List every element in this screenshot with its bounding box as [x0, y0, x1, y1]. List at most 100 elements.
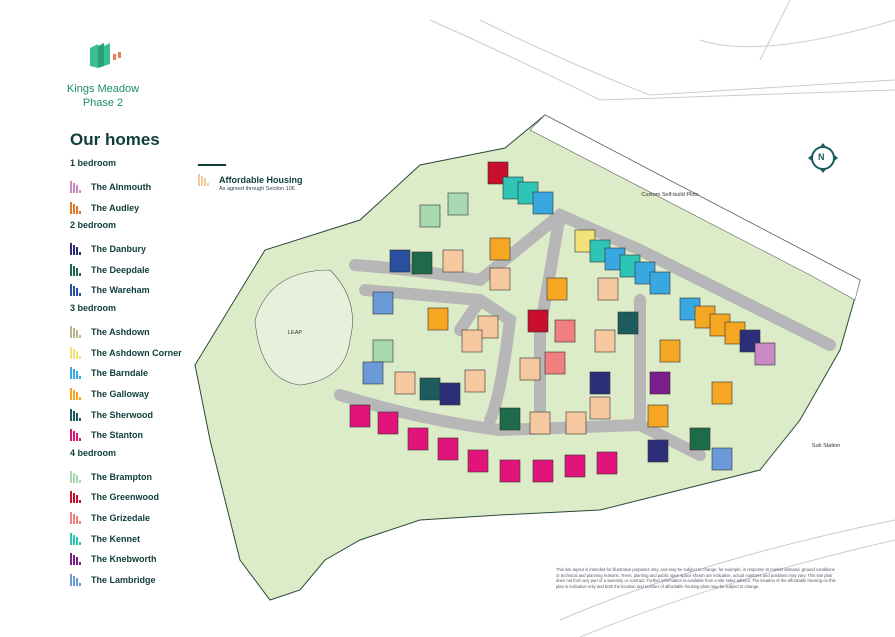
plot-the-brampton: [372, 339, 394, 363]
house-type-swatch-icon: [70, 325, 84, 338]
legend-group-heading: 3 bedroom: [70, 302, 117, 313]
legend-item-label: The Barndale: [91, 368, 149, 379]
plot-the-lambridge: [372, 291, 394, 315]
leap-mound: [254, 269, 353, 386]
legend-item-label: The Grizedale: [91, 513, 151, 524]
legend-group-heading: 2 bedroom: [70, 220, 117, 231]
plot-the-greenwood: [527, 309, 549, 333]
plot-affordable: [461, 329, 483, 353]
house-type-swatch-icon: [70, 243, 84, 256]
custom-self-build-plots: [529, 114, 861, 301]
plot-the-grizedale: [544, 351, 566, 375]
plot-the-deepdale: [411, 251, 433, 275]
legend-item: The Danbury: [70, 239, 182, 260]
plot-the-galloway: [427, 307, 449, 331]
plots: [349, 161, 776, 483]
compass-icon: [808, 143, 838, 173]
plot-the-stanton: [499, 459, 521, 483]
house-type-swatch-icon: [70, 429, 84, 442]
legend-group-heading: 1 bedroom: [70, 158, 117, 168]
plot-affordable: [589, 396, 611, 420]
legend-item: The Deepdale: [70, 259, 182, 280]
legend-item-label: The Knebworth: [91, 554, 157, 565]
house-type-swatch-icon: [70, 532, 84, 545]
legend-title: Our homes: [70, 130, 160, 149]
surrounding-roads: [429, 0, 895, 637]
plot-the-galloway: [711, 381, 733, 405]
house-type-swatch-icon: [70, 387, 84, 400]
plot-the-brampton: [447, 192, 469, 216]
plot-the-stanton: [596, 451, 618, 475]
legend-item-label: The Alnmouth: [91, 182, 152, 193]
legend-item: The Ashdown: [70, 322, 182, 343]
plot-the-brampton: [419, 204, 441, 228]
legend-item-label: The Kennet: [91, 533, 141, 544]
legend-item: The Knebworth: [70, 549, 182, 570]
legend-item-label: The Sherwood: [91, 409, 154, 420]
legend-group-heading: 4 bedroom: [70, 447, 117, 458]
legend-item-label: The Audley: [91, 202, 140, 213]
plot-the-barndale: [649, 271, 671, 295]
legend-item: The Brampton: [70, 466, 182, 487]
house-type-swatch-icon: [70, 284, 84, 297]
plot-the-lambridge: [711, 447, 733, 471]
plot-the-stanton: [349, 404, 371, 428]
legend-item-label: The Galloway: [91, 388, 150, 399]
legend-item-label: The Danbury: [91, 244, 147, 255]
legend-item-label: The Greenwood: [91, 492, 160, 503]
brand-logo-icon: [88, 40, 132, 75]
plot-the-galloway: [659, 339, 681, 363]
plot-the-sherwood: [617, 311, 639, 335]
plot-the-galloway: [489, 237, 511, 261]
plot-the-stanton: [564, 454, 586, 478]
legend-item-label: The Lambridge: [91, 575, 156, 586]
plot-the-stanton: [377, 411, 399, 435]
legend-item: The Ashdown Corner: [70, 342, 182, 363]
plot-affordable: [565, 411, 587, 435]
plot-the-galloway: [647, 404, 669, 428]
plot-the-stanton: [532, 459, 554, 483]
plot-affordable: [489, 267, 511, 291]
affordable-label: Affordable Housing: [219, 175, 303, 185]
house-type-swatch-icon: [70, 367, 84, 380]
plot-affordable: [464, 369, 486, 393]
legend-item: The Barndale: [70, 363, 182, 384]
house-type-swatch-icon: [70, 553, 84, 566]
plot-affordable: [394, 371, 416, 395]
plot-affordable: [597, 277, 619, 301]
legend-item-label: The Stanton: [91, 430, 143, 441]
legend-item-label: The Brampton: [91, 471, 153, 482]
plot-the-alnmouth: [754, 342, 776, 366]
plot-the-deepdale: [499, 407, 521, 431]
house-type-swatch-icon: [70, 263, 84, 276]
house-type-swatch-icon: [70, 470, 84, 483]
plot-affordable: [594, 329, 616, 353]
house-type-swatch-icon: [70, 408, 84, 421]
plot-the-knebworth: [649, 371, 671, 395]
plot-the-lambridge: [362, 361, 384, 385]
house-type-swatch-icon: [70, 201, 84, 214]
legend-item: The Alnmouth: [70, 177, 182, 198]
legend-item: The Greenwood: [70, 487, 182, 508]
plot-the-grizedale: [554, 319, 576, 343]
plot-affordable: [477, 315, 499, 339]
plot-the-barndale: [532, 191, 554, 215]
house-type-swatch-icon: [70, 512, 84, 525]
legend-item: The Wareham: [70, 280, 182, 301]
house-type-swatch-icon: [70, 574, 84, 587]
sub-station-label: Sub Station: [811, 443, 841, 449]
affordable-swatch-icon: [198, 174, 212, 186]
legend-item: The Kennet: [70, 528, 182, 549]
plot-affordable: [442, 249, 464, 273]
house-type-swatch-icon: [70, 346, 84, 359]
legend-item-label: The Ashdown: [91, 326, 150, 337]
plot-the-danbury: [589, 371, 611, 395]
disclaimer: This site layout is intended for illustr…: [556, 567, 836, 589]
compass-north-label: N: [818, 152, 825, 162]
house-type-swatch-icon: [70, 491, 84, 504]
legend-item-label: The Deepdale: [91, 264, 150, 275]
plot-the-stanton: [437, 437, 459, 461]
